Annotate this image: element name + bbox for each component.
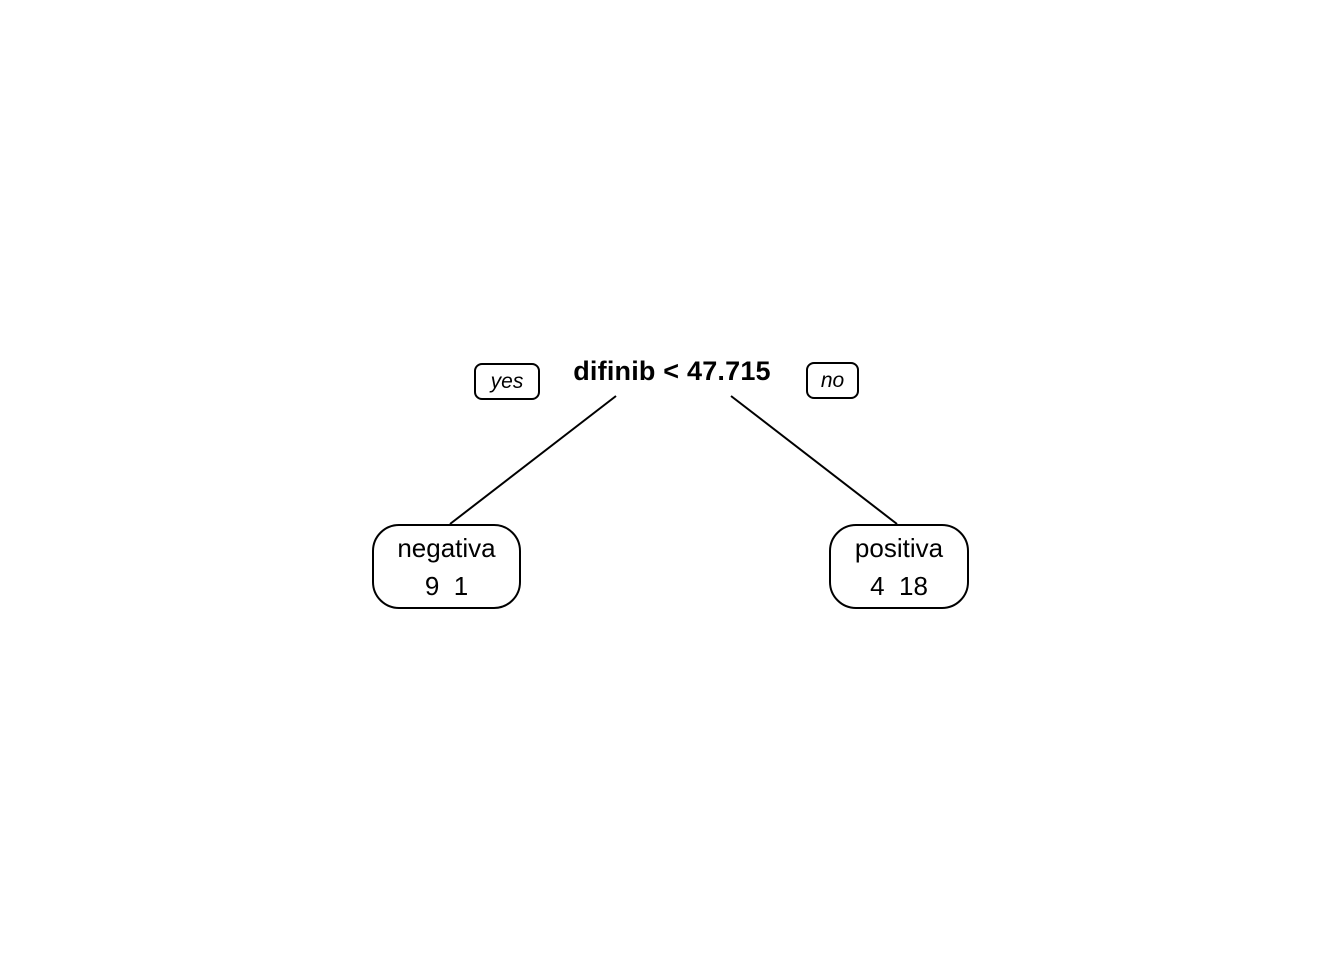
leaf-node-negativa: negativa 9 1: [372, 524, 521, 609]
leaf-counts: 9 1: [424, 570, 469, 601]
leaf-label: positiva: [854, 532, 944, 563]
edge-line-yes: [449, 395, 617, 525]
edge-line-no: [730, 395, 898, 525]
leaf-label: negativa: [397, 532, 496, 563]
edge-label-no: no: [806, 362, 859, 399]
edge-label-yes: yes: [474, 363, 540, 400]
leaf-counts: 4 18: [870, 570, 928, 601]
leaf-node-positiva: positiva 4 18: [829, 524, 969, 609]
edge-label-yes-text: yes: [490, 369, 524, 393]
edge-label-no-text: no: [820, 368, 845, 392]
root-node-condition: difinib < 47.715: [573, 356, 771, 386]
